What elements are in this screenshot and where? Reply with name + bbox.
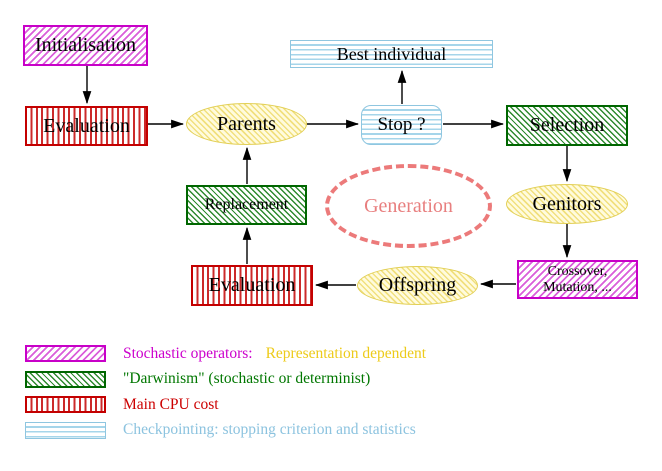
node-label-evaluation-bottom: Evaluation [208,274,296,297]
node-label-crossover-mutation: Crossover, Mutation, ... [543,263,612,295]
node-selection: Selection [506,105,628,146]
node-best-individual: Best individual [290,40,493,68]
node-label-stop: Stop ? [377,114,426,136]
legend-text: Main CPU cost [123,396,219,414]
legend-swatch-green [25,370,106,388]
legend-row-green: "Darwinism" (stochastic or determinist) [25,370,426,388]
node-label-offspring: Offspring [378,274,457,297]
node-label-genitors: Genitors [532,192,602,215]
legend-text-segment: Checkpointing: stopping criterion and st… [123,421,416,438]
node-label-selection: Selection [529,114,605,137]
node-initialisation: Initialisation [23,25,148,66]
node-label-replacement: Replacement [204,196,289,214]
node-label-best-individual: Best individual [336,43,447,64]
legend-swatch-cyan [25,421,106,439]
node-crossover-mutation: Crossover, Mutation, ... [517,260,638,299]
legend-text-segment: "Darwinism" (stochastic or determinist) [123,370,371,387]
node-evaluation-top: Evaluation [25,106,148,146]
node-label-parents: Parents [217,112,276,135]
node-generation: Generation [325,164,492,248]
legend-swatch-magenta [25,345,106,362]
legend-text-segment: Stochastic operators: [123,344,253,362]
node-stop: Stop ? [361,105,442,145]
node-parents: Parents [186,103,307,145]
node-offspring: Offspring [357,266,478,305]
legend: Stochastic operators: Representation depe… [25,345,426,447]
node-replacement: Replacement [186,185,307,225]
legend-text: "Darwinism" (stochastic or determinist) [123,370,370,388]
legend-text: Stochastic operators: Representation depe… [123,345,426,363]
node-label-generation: Generation [364,194,453,217]
legend-text: Checkpointing: stopping criterion and st… [123,421,416,439]
node-label-initialisation: Initialisation [34,34,137,57]
node-label-evaluation-top: Evaluation [43,114,130,137]
legend-row-cyan: Checkpointing: stopping criterion and st… [25,421,426,439]
legend-row-magenta: Stochastic operators: Representation depe… [25,345,426,362]
node-evaluation-bottom: Evaluation [191,265,313,306]
arrows-group [82,66,572,290]
legend-text-segment: Main CPU cost [123,395,219,413]
node-genitors: Genitors [506,184,628,224]
legend-swatch-red [25,396,106,413]
legend-text-segment: Representation dependent [265,344,427,362]
legend-row-red: Main CPU cost [25,396,426,413]
